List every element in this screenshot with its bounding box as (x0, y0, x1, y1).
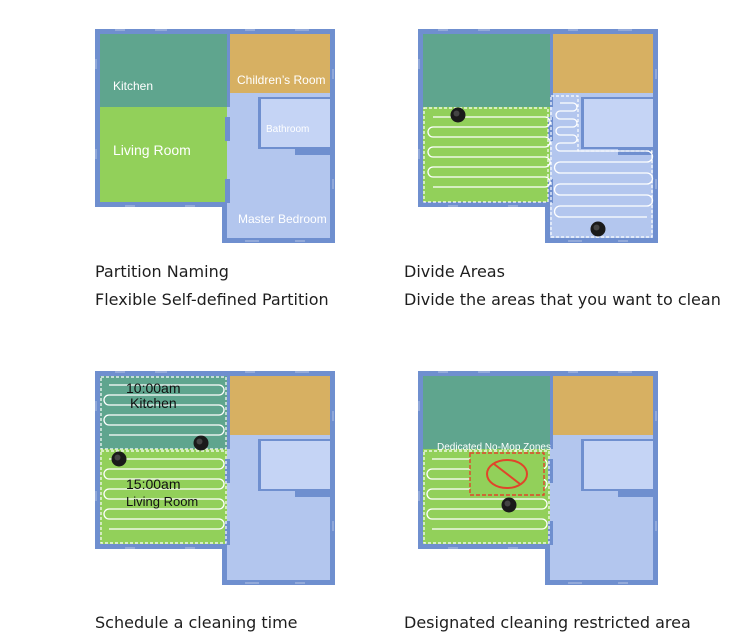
room-label-bathroom: Bathroom (266, 124, 309, 135)
caption-subtitle-1: Flexible Self-defined Partition (95, 290, 329, 309)
cleaning-path-living (427, 116, 551, 188)
scheduled-area-living (100, 450, 227, 544)
schedule-time-1: 10:00am (126, 380, 180, 396)
caption-title-1: Partition Naming (95, 262, 229, 281)
no-entry-icon (486, 459, 528, 489)
caption-subtitle-2: Divide the areas that you want to clean (404, 290, 721, 309)
no-mop-zone-label: Dedicated No-Mop Zones (437, 442, 551, 453)
room-label-living-room: Living Room (113, 142, 191, 158)
caption-title-2: Divide Areas (404, 262, 505, 281)
panel-schedule: 10:00am Kitchen 15:00am Living Room (94, 370, 337, 592)
caption-title-3: Schedule a cleaning time (95, 613, 298, 632)
floor-plan-map: Kitchen Children’s Room Bathroom Living … (94, 28, 336, 244)
robot-vacuum-icon (590, 221, 606, 237)
schedule-room-1: Kitchen (130, 395, 177, 411)
scheduled-area-kitchen (100, 376, 227, 450)
panel-partition-naming: Kitchen Children’s Room Bathroom Living … (94, 28, 337, 250)
selected-area-bedroom (550, 95, 653, 238)
room-label-childrens-room: Children’s Room (237, 73, 325, 87)
schedule-room-2: Living Room (126, 494, 198, 509)
selected-area-living (423, 450, 550, 544)
panel-restricted-area: Dedicated No-Mop Zones (417, 370, 660, 592)
room-label-master-bedroom: Master Bedroom (238, 212, 327, 226)
robot-vacuum-icon (501, 497, 517, 513)
schedule-time-2: 15:00am (126, 476, 180, 492)
robot-vacuum-icon (450, 107, 466, 123)
robot-vacuum-icon (111, 451, 127, 467)
selected-area-living (423, 107, 549, 203)
floor-plan-map: Dedicated No-Mop Zones (417, 370, 659, 586)
panel-divide-areas (417, 28, 660, 250)
cleaning-path-living (103, 458, 225, 530)
cleaning-path-bedroom (553, 102, 654, 218)
floor-plan-map (417, 28, 659, 244)
robot-vacuum-icon (193, 435, 209, 451)
cleaning-path-kitchen (103, 384, 225, 436)
room-label-kitchen: Kitchen (113, 79, 153, 93)
caption-title-4: Designated cleaning restricted area (404, 613, 691, 632)
floor-plan-map: 10:00am Kitchen 15:00am Living Room (94, 370, 336, 586)
cleaning-path-living (426, 458, 548, 530)
